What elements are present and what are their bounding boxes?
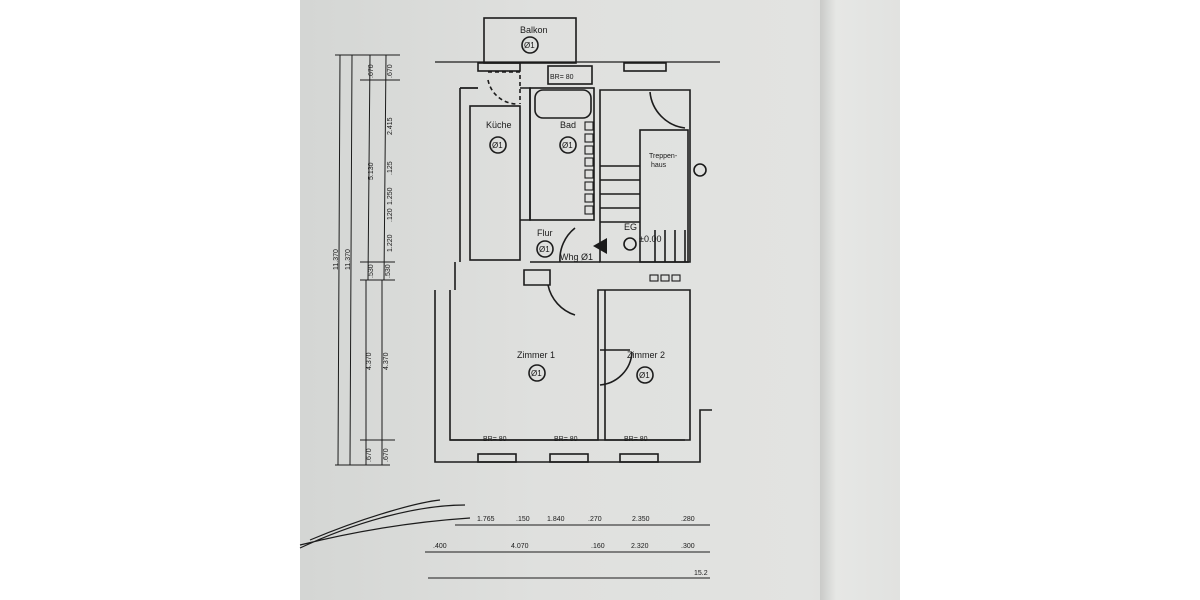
- dim-text: .125: [387, 161, 394, 175]
- dim-text: .530: [368, 264, 375, 278]
- dim-text: .280: [681, 516, 695, 523]
- dim-text: 15.2: [694, 570, 708, 577]
- level-label: ±0.00: [639, 234, 661, 244]
- room-label-balkon: Balkon: [520, 25, 548, 35]
- room-tag: Ø1: [492, 141, 503, 150]
- dim-text: .300: [681, 543, 695, 550]
- room-tag: Ø1: [539, 245, 550, 254]
- room-label-flur: Flur: [537, 228, 553, 238]
- dim-text: .670: [383, 448, 390, 462]
- room-label-zimmer-2: Zimmer 2: [627, 350, 665, 360]
- dim-text: 1.250: [387, 187, 394, 205]
- dim-text: .670: [368, 64, 375, 78]
- room-label-bad: Bad: [560, 120, 576, 130]
- room-tag: Ø1: [639, 371, 650, 380]
- unit-label: Whg Ø1: [560, 252, 593, 262]
- room-tag: Ø1: [531, 369, 542, 378]
- dim-text: 4.070: [511, 543, 529, 550]
- dim-text: .270: [588, 516, 602, 523]
- dim-text: 1.220: [387, 234, 394, 252]
- dim-text: 11.370: [345, 249, 352, 270]
- dim-text: 2.320: [631, 543, 649, 550]
- dim-text: 1.765: [477, 516, 495, 523]
- paper-fold: [820, 0, 900, 600]
- room-tag: Ø1: [524, 41, 535, 50]
- dim-text: 4.370: [383, 352, 390, 370]
- dim-text: 2.350: [632, 516, 650, 523]
- dim-text: .160: [591, 543, 605, 550]
- dim-text: .120: [387, 208, 394, 222]
- room-label-zimmer-1: Zimmer 1: [517, 350, 555, 360]
- dim-text: 4.370: [366, 352, 373, 370]
- dim-text: 5.130: [368, 162, 375, 180]
- dim-text: .150: [516, 516, 530, 523]
- dim-text: 1.840: [547, 516, 565, 523]
- window-label: BR= 80: [550, 74, 574, 81]
- dim-text: .530: [385, 264, 392, 278]
- window-label: BR= 80: [624, 436, 648, 443]
- room-tag: Ø1: [562, 141, 573, 150]
- window-label: BR= 80: [554, 436, 578, 443]
- window-label: BR= 80: [483, 436, 507, 443]
- dim-text: 11.370: [333, 249, 340, 270]
- dim-text: .670: [366, 448, 373, 462]
- floor-label: EG: [624, 222, 637, 232]
- dim-text: .670: [387, 64, 394, 78]
- room-label-kueche: Küche: [486, 120, 512, 130]
- dim-text: 2.415: [387, 117, 394, 135]
- room-label-treppenhaus-2: haus: [651, 162, 667, 169]
- room-label-treppenhaus: Treppen-: [649, 153, 678, 160]
- dim-text: .400: [433, 543, 447, 550]
